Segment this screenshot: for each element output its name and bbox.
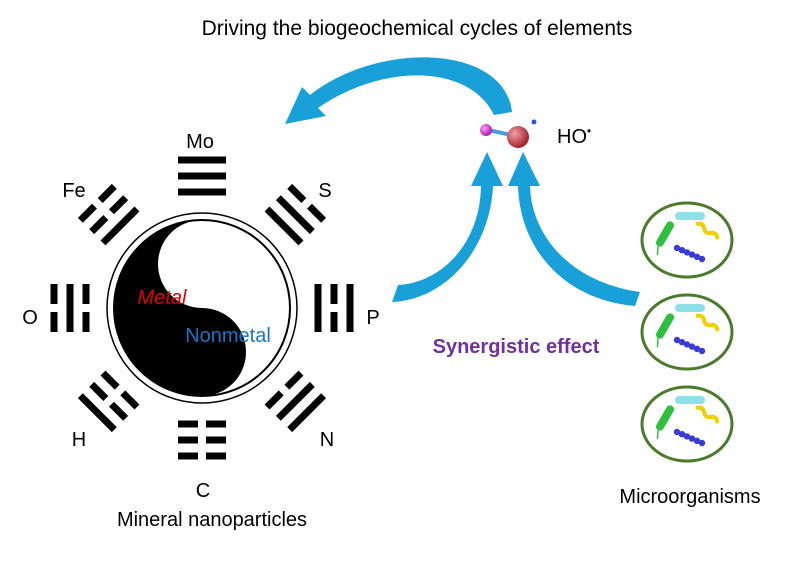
cycle-arrow-body [285,57,512,124]
element-label: C [196,480,210,502]
blue-bacterium-chain [673,428,706,447]
cycle-arrow [285,57,512,124]
green-bacterium [656,405,674,440]
metal-label: Metal [138,287,187,309]
trigram-bar-solid [178,188,226,196]
microorganism-cell [640,201,734,279]
trigram-bar-solid [346,284,354,332]
element-label: O [22,307,38,329]
synergy-label: Synergistic effect [433,336,600,358]
oxygen-atom [507,126,529,148]
cell-membrane [640,293,734,371]
element-label: H [72,429,86,451]
synergy-arrows [392,152,640,306]
trigram-bar-broken [109,401,129,421]
trigram-bar-solid [66,284,74,332]
mineral-bagua: Metal Nonmetal [50,156,354,460]
trigram [264,370,327,433]
cyan-bacterium [675,212,705,220]
hydroxyl-radical-molecule [480,119,537,148]
trigram-bar-solid [314,284,322,332]
trigram-bar-broken [50,284,58,304]
trigram-bar-broken [287,183,307,203]
trigram-bar-solid [264,206,304,246]
blue-bacterium-chain [673,244,706,263]
diagram-title: Driving the biogeochemical cycles of ele… [202,17,633,40]
nonmetal-label: Nonmetal [185,325,271,347]
yin-half [114,220,246,396]
trigram-bar-broken [89,381,109,401]
trigram-bar-solid [287,393,327,433]
cell-membrane [640,385,734,463]
trigram [77,183,140,246]
cell-membrane [640,201,734,279]
trigram-bar-solid [178,172,226,180]
green-bacterium [656,313,674,348]
element-labels: Mo S P N C H O Fe [22,131,379,502]
trigram-bar-broken [50,312,58,332]
radical-label: HO• [557,124,591,148]
yin-yang-symbol [113,219,291,397]
element-label: Fe [62,180,85,202]
trigram-bar-broken [109,195,129,215]
microorganism-cells [640,201,734,463]
trigram-bar-broken [284,370,304,390]
trigram-bar-broken [82,284,90,304]
element-label: N [320,429,334,451]
element-label: P [366,307,379,329]
microorganism-cell [640,293,734,371]
trigram [264,183,327,246]
trigram-bar-broken [77,203,97,223]
trigram-bar-solid [275,195,315,235]
outer-ring [106,212,298,404]
trigram [77,370,140,433]
yellow-bacterium [695,313,720,332]
mineral-caption: Mineral nanoparticles [117,509,307,531]
yellow-bacterium [695,405,720,424]
trigrams [50,156,354,460]
cyan-bacterium [675,304,705,312]
microorganism-cell [640,385,734,463]
trigram-bar-broken [206,452,226,460]
trigram-bar-broken [307,203,327,223]
trigram [314,284,354,332]
trigram-bar-solid [275,381,315,421]
yang-eye [192,265,212,285]
yin-eye [192,345,212,365]
element-label: S [318,180,331,202]
trigram-bar-broken [100,370,120,390]
trigram-bar-broken [89,215,109,235]
synergy-arrow-left [392,152,503,302]
trigram-bar-broken [206,436,226,444]
yellow-bacterium [695,221,720,240]
element-label: Mo [186,131,214,153]
trigram [50,284,90,332]
green-bacterium [656,221,674,256]
blue-bacterium-chain [673,336,706,355]
trigram-bar-broken [178,420,198,428]
trigram [178,420,226,460]
trigram-bar-broken [178,436,198,444]
trigram-bar-broken [178,452,198,460]
microbes-caption: Microorganisms [619,486,760,508]
trigram-bar-broken [97,183,117,203]
trigram-bar-broken [206,420,226,428]
trigram-bar-broken [120,390,140,410]
trigram-bar-broken [264,390,284,410]
cyan-bacterium [675,396,705,404]
hydrogen-atom [480,124,492,136]
synergy-arrow-right [508,152,640,306]
trigram-bar-broken [82,312,90,332]
trigram-bar-solid [178,156,226,164]
trigram [178,156,226,196]
trigram-bar-broken [330,312,338,332]
trigram-bar-solid [100,206,140,246]
trigram-bar-broken [330,284,338,304]
radical-dot: • [587,124,591,138]
trigram-bar-solid [77,393,117,433]
radical-electron-dot [531,119,537,125]
